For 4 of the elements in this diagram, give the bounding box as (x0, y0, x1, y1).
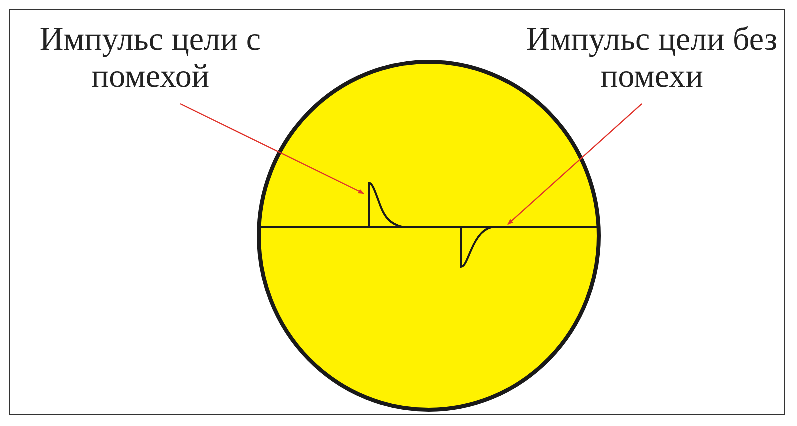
leader-line (508, 104, 642, 226)
callout-label: Импульс цели с помехой (38, 22, 262, 96)
leader-line (180, 103, 365, 194)
callout-label: Импульс цели без помехи (526, 22, 778, 96)
